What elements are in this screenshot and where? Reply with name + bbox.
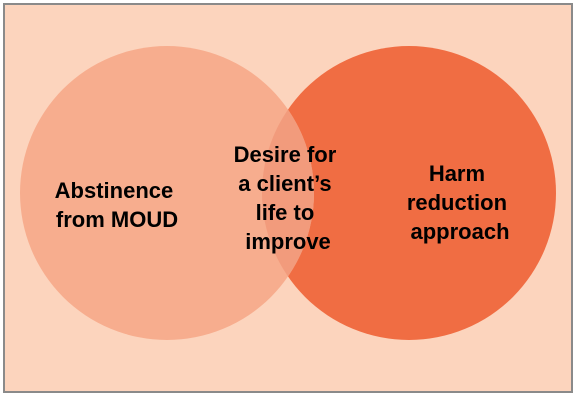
intersection-label-line: a client’s	[238, 171, 331, 196]
left-set-circle	[20, 46, 314, 340]
left-set-label: Abstinence from MOUD	[55, 178, 180, 232]
right-set-label: Harm reduction approach	[407, 161, 513, 244]
intersection-label-line: Desire for	[234, 142, 337, 167]
intersection-label: Desire for a client’s life to improve	[234, 142, 343, 254]
diagram-frame: Abstinence from MOUD Desire for a client…	[3, 3, 573, 393]
intersection-label-line: improve	[245, 229, 331, 254]
right-set-label-line: Harm	[429, 161, 485, 186]
right-set-label-line: reduction	[407, 190, 507, 215]
venn-diagram: Abstinence from MOUD Desire for a client…	[5, 5, 571, 391]
right-set-label-line: approach	[410, 219, 509, 244]
left-set-label-line: from MOUD	[56, 207, 178, 232]
left-set-label-line: Abstinence	[55, 178, 174, 203]
intersection-label-line: life to	[256, 200, 315, 225]
right-set-circle	[262, 46, 556, 340]
